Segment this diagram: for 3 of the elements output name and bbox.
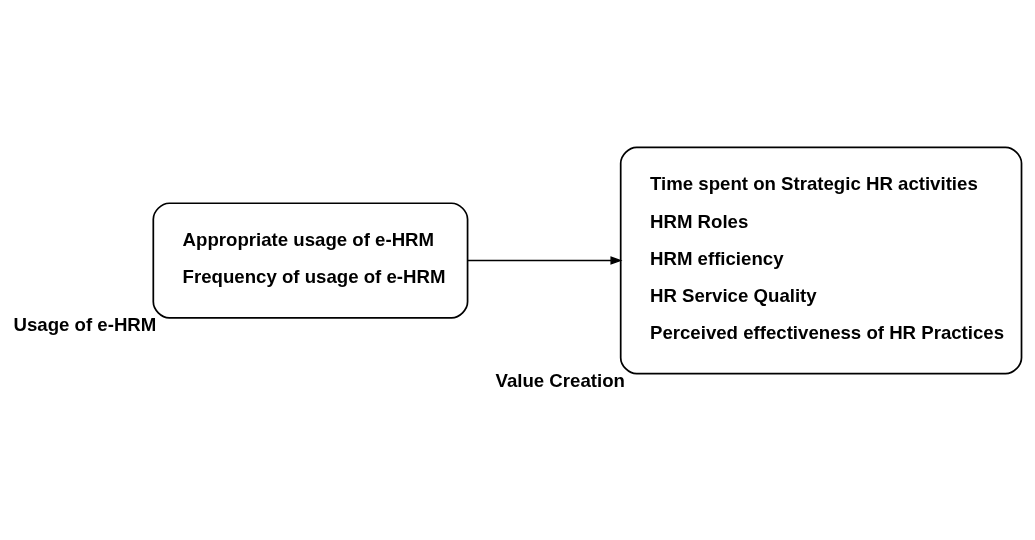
node-box: Appropriate usage of e-HRM Frequency of usage of e-HRM bbox=[152, 201, 469, 319]
arrow bbox=[467, 255, 623, 265]
node-box: Time spent on Strategic HR activities HRM Roles HRM efficiency HR Service Quality Perceived effectiveness of HR Practices bbox=[619, 145, 1023, 375]
